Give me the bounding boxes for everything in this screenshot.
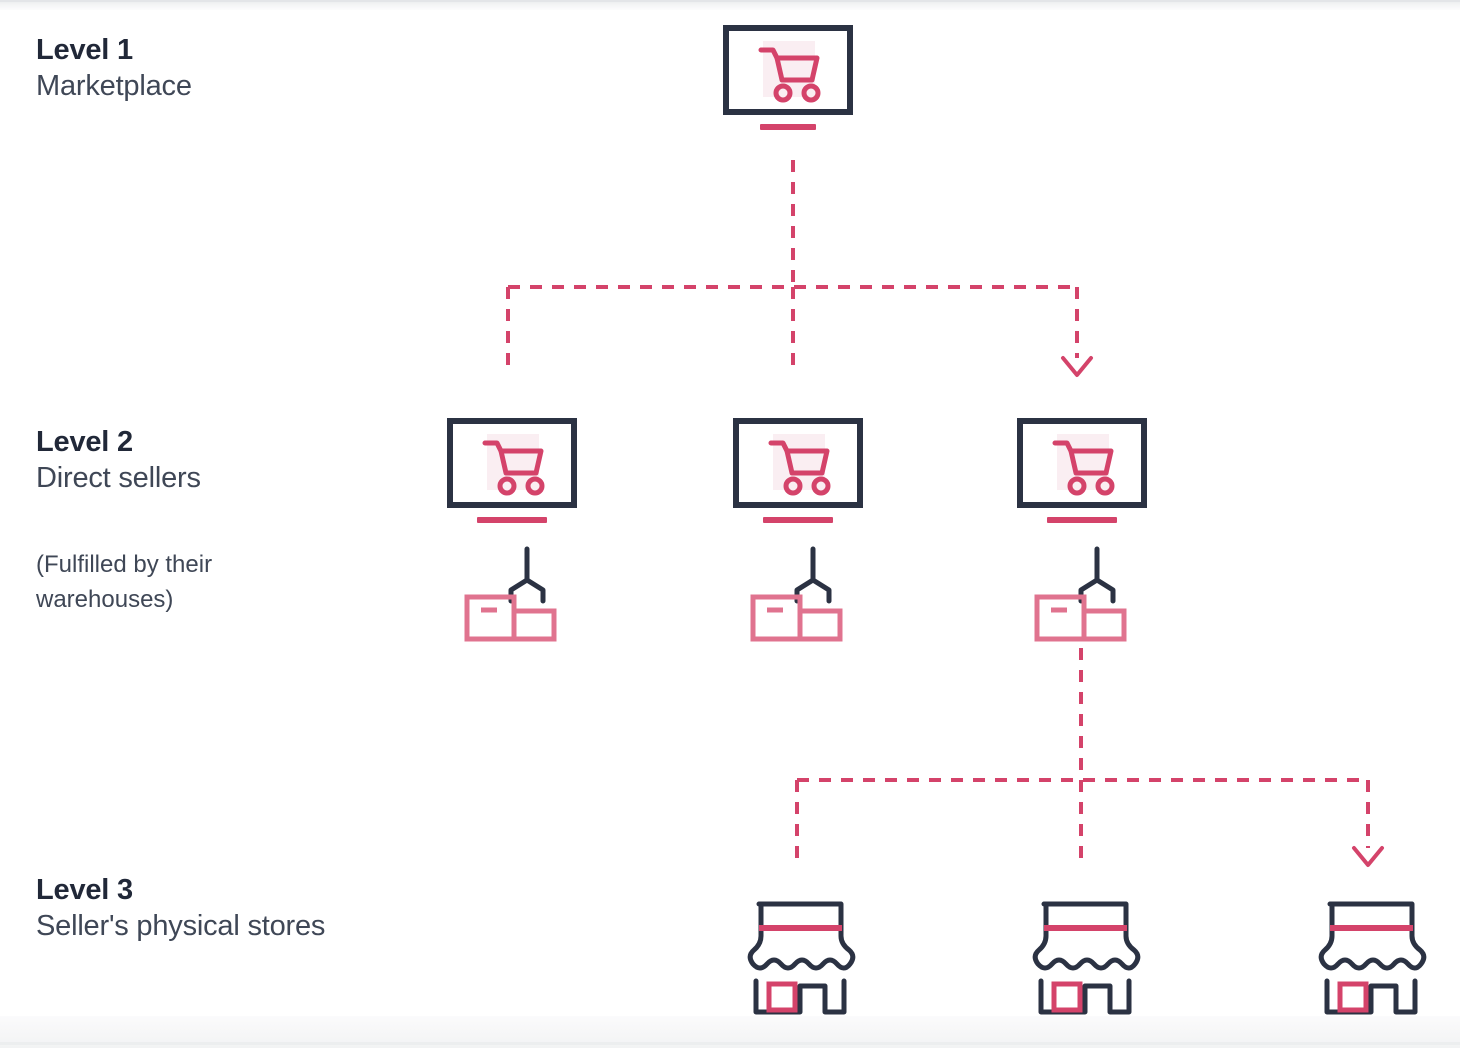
level-2-title: Level 2 (36, 426, 133, 458)
level-2-node-2[interactable] (733, 418, 875, 648)
level-3-node-3[interactable] (1308, 898, 1434, 1018)
level-2-note: (Fulfilled by their warehouses) (36, 551, 213, 613)
monitor-cart-icon (723, 25, 853, 130)
arrowhead-to-level-2-node-3 (1061, 356, 1093, 377)
warehouse-crane-boxes-icon (750, 546, 843, 642)
monitor-cart-and-warehouse-icon (733, 418, 863, 642)
warehouse-crane-boxes-icon (464, 546, 557, 642)
level-2-note-group: (Fulfilled by their warehouses) (36, 548, 316, 618)
monitor-cart-and-warehouse-icon (1017, 418, 1147, 642)
level-2-subtitle: Direct sellers (36, 462, 201, 495)
top-divider-line (0, 0, 1460, 2)
storefront-icon (1032, 901, 1141, 1015)
warehouse-crane-boxes-icon (1034, 546, 1127, 642)
level-3-label-group: Level 3 Seller's physical stores (36, 872, 436, 946)
arrowhead-to-level-3-node-3 (1352, 846, 1384, 867)
storefront-icon (747, 901, 856, 1015)
level-1-node-1[interactable] (723, 25, 865, 145)
level-1-label-group: Level 1 Marketplace (36, 32, 436, 106)
level-2-label-group: Level 2 Direct sellers (36, 424, 436, 498)
top-gradient-band (0, 0, 1460, 10)
level-3-node-1[interactable] (737, 898, 863, 1018)
level-3-title: Level 3 (36, 874, 133, 906)
level-1-subtitle: Marketplace (36, 70, 192, 103)
bottom-divider-line (0, 1042, 1460, 1045)
level-3-node-2[interactable] (1022, 898, 1148, 1018)
level-2-node-1[interactable] (447, 418, 589, 648)
storefront-icon (1318, 901, 1427, 1015)
level-2-node-3[interactable] (1017, 418, 1159, 648)
monitor-cart-and-warehouse-icon (447, 418, 577, 642)
level-3-subtitle: Seller's physical stores (36, 910, 326, 943)
level-1-title: Level 1 (36, 34, 133, 66)
